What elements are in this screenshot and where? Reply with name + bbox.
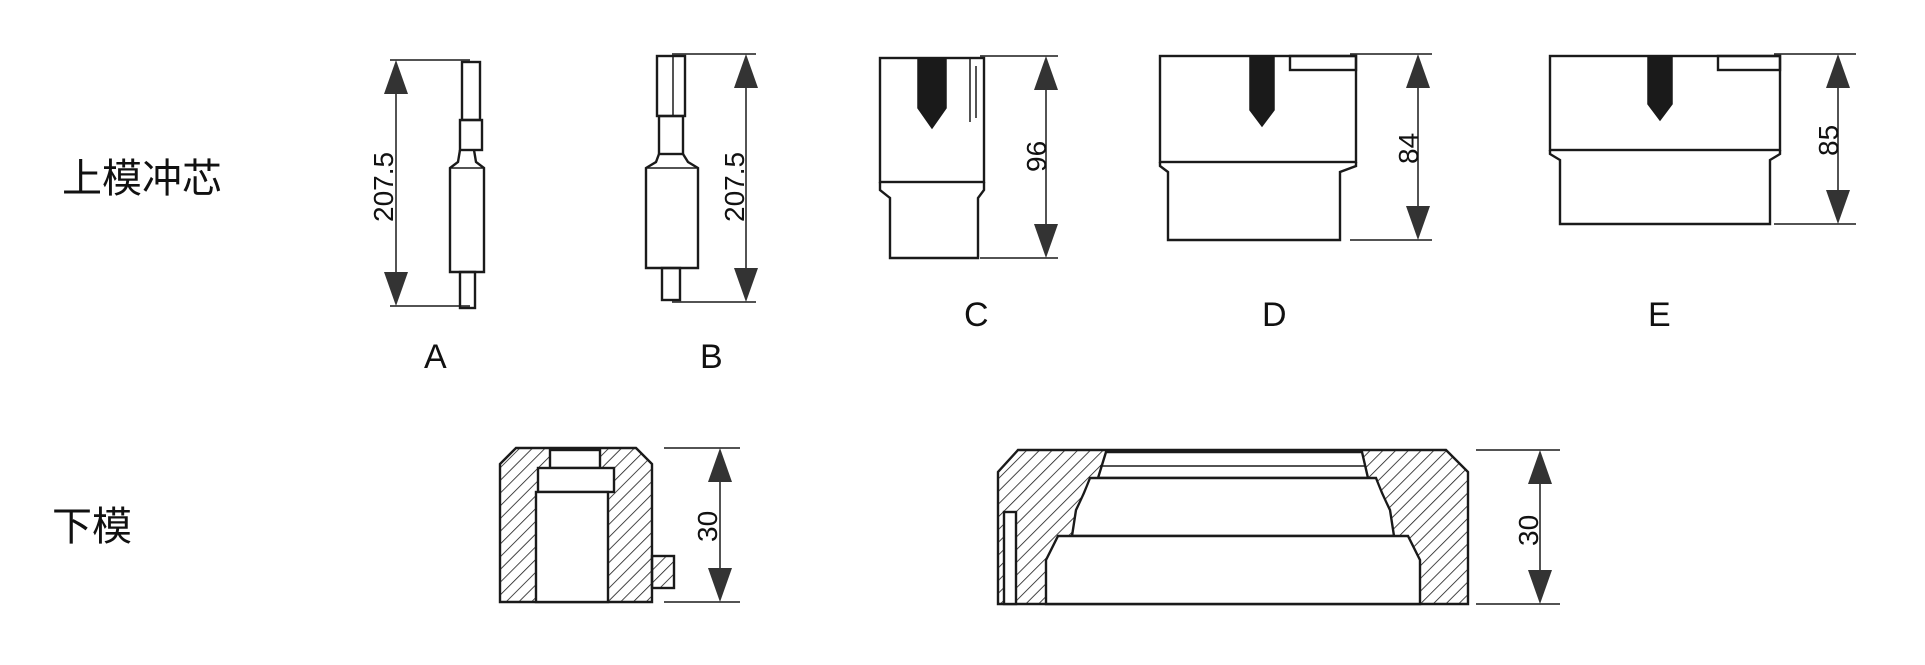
part-c-outline bbox=[878, 56, 986, 260]
part-e-dimension: 85 bbox=[1813, 125, 1844, 156]
lower-die-large-dimension-line bbox=[1476, 449, 1560, 605]
lower-die-large: 30 bbox=[996, 448, 1560, 606]
part-c-dimension-line bbox=[980, 55, 1058, 259]
part-b-label: B bbox=[700, 338, 723, 376]
lower-die-small-dimension-line bbox=[664, 447, 740, 603]
part-d-outline bbox=[1158, 54, 1358, 242]
part-c-dimension: 96 bbox=[1021, 141, 1052, 172]
lower-die-small: 30 bbox=[498, 446, 740, 604]
lower-die-large-dimension: 30 bbox=[1513, 515, 1544, 546]
part-e-dimension-line bbox=[1774, 53, 1856, 225]
part-b-outline bbox=[644, 54, 700, 302]
row-label-lower-die: 下模 bbox=[52, 504, 132, 550]
part-a-outline bbox=[448, 60, 486, 310]
part-b: 207.5 B bbox=[644, 53, 758, 376]
part-d-label: D bbox=[1262, 296, 1287, 334]
part-e-outline bbox=[1548, 54, 1782, 226]
part-a-dimension: 207.5 bbox=[368, 152, 399, 222]
part-e: 85 E bbox=[1548, 53, 1856, 334]
part-a-label: A bbox=[424, 338, 447, 376]
part-c: 96 C bbox=[878, 55, 1058, 334]
part-b-dimension-line bbox=[672, 53, 758, 303]
part-d-dimension-line bbox=[1350, 53, 1432, 241]
part-c-label: C bbox=[964, 296, 989, 334]
part-a-dimension-line bbox=[384, 59, 470, 307]
part-d: 84 D bbox=[1158, 53, 1432, 334]
lower-die-small-dimension: 30 bbox=[692, 511, 723, 542]
part-b-dimension: 207.5 bbox=[719, 152, 750, 222]
part-d-dimension: 84 bbox=[1393, 133, 1424, 164]
part-a: 207.5 A bbox=[368, 59, 486, 376]
row-label-upper-punch: 上模冲芯 bbox=[62, 156, 222, 202]
part-e-label: E bbox=[1648, 296, 1671, 334]
